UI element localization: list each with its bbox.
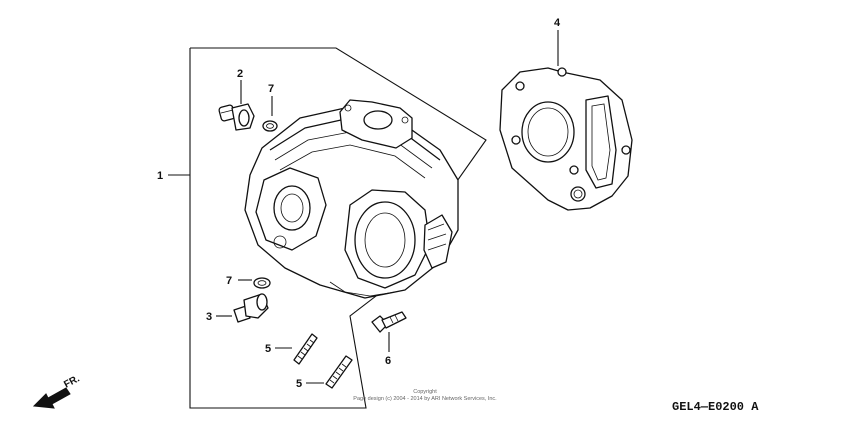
assembly-bracket xyxy=(189,47,487,409)
callout-7-top[interactable]: 7 xyxy=(268,83,274,95)
copyright-line-1: Copyright xyxy=(413,389,437,395)
diagram-code: GEL4—E0200 A xyxy=(672,400,759,414)
bolt-part-6[interactable] xyxy=(371,311,407,333)
copyright-line-2: Page design (c) 2004 - 2014 by ARI Netwo… xyxy=(353,396,497,402)
callout-6[interactable]: 6 xyxy=(385,355,391,367)
front-arrow-icon xyxy=(32,387,71,409)
callout-3[interactable]: 3 xyxy=(206,311,212,323)
front-label: FR. xyxy=(62,373,82,390)
stud-part-5-upper[interactable] xyxy=(293,333,318,365)
callout-1[interactable]: 1 xyxy=(157,170,163,182)
washer-part-7-bottom[interactable] xyxy=(253,277,271,289)
cylinder-head[interactable] xyxy=(244,99,459,299)
callout-7-bottom[interactable]: 7 xyxy=(226,275,232,287)
bolt-part-3[interactable] xyxy=(233,293,269,323)
callout-5-lower[interactable]: 5 xyxy=(296,378,302,390)
callout-4[interactable]: 4 xyxy=(554,17,561,29)
callout-2[interactable]: 2 xyxy=(237,68,243,80)
callout-5-upper[interactable]: 5 xyxy=(265,343,271,355)
gasket-part-4[interactable] xyxy=(499,67,633,211)
washer-part-7-top[interactable] xyxy=(262,120,278,132)
bolt-part-2[interactable] xyxy=(218,103,255,131)
stud-part-5-lower[interactable] xyxy=(325,355,353,389)
